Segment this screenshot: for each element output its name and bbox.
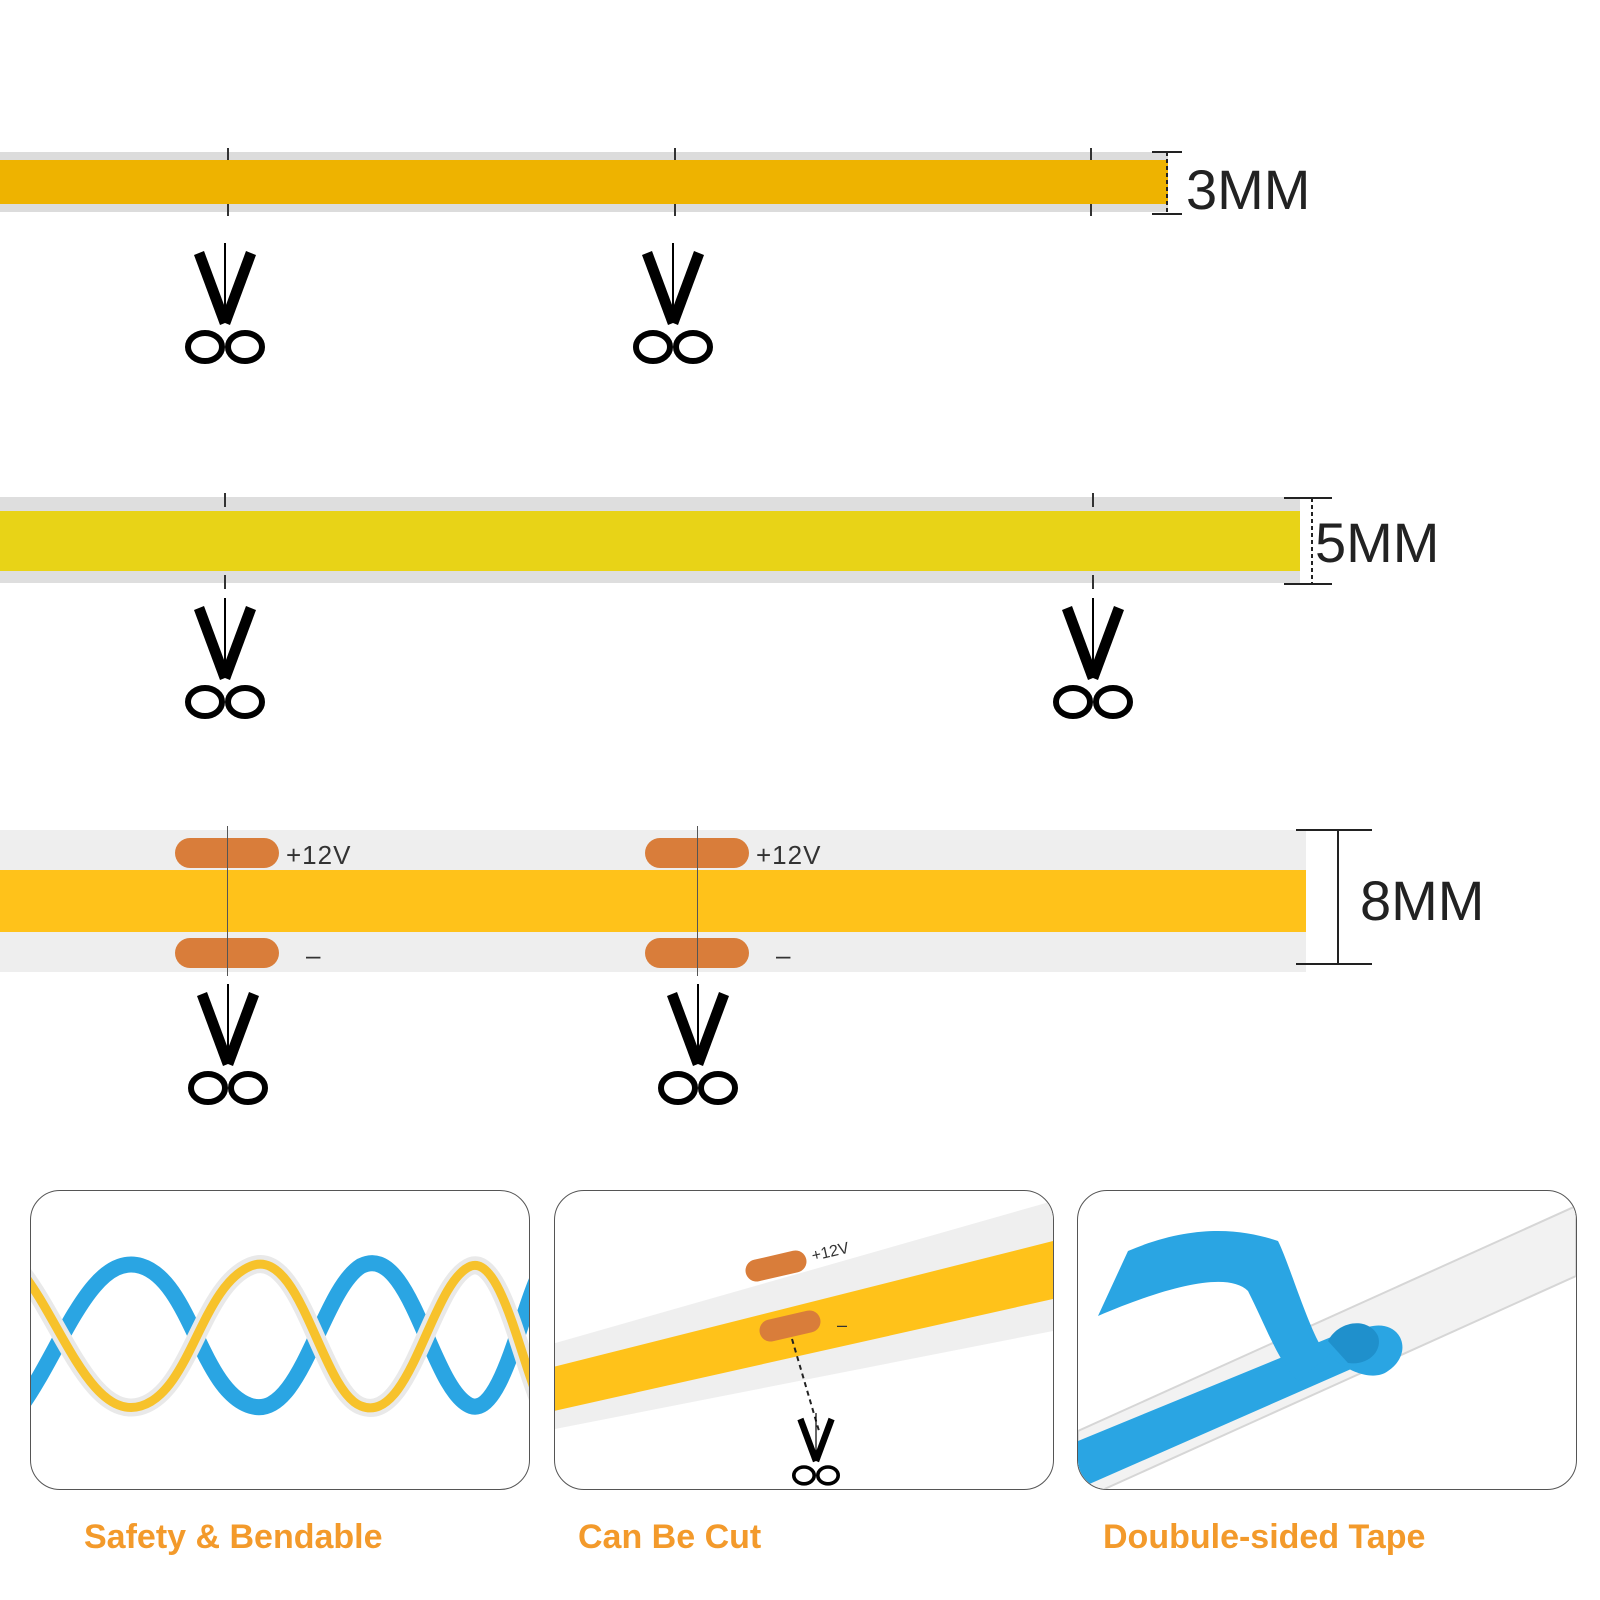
cut-mark [1090, 204, 1092, 216]
led-strip-core [0, 870, 1306, 932]
panel-safety-bendable [30, 1190, 530, 1490]
size-label-3mm: 3MM [1186, 158, 1311, 221]
led-strip-core [0, 511, 1300, 571]
scissors-icon [628, 243, 718, 373]
cut-mark [224, 575, 226, 589]
led-strip-core [0, 160, 1168, 204]
bendable-strip-illustration [31, 1255, 529, 1417]
positive-label: +12V [286, 840, 352, 870]
cut-line [227, 826, 228, 976]
negative-label: – [776, 940, 792, 970]
cut-mark [1090, 148, 1092, 160]
scissors-icon [180, 243, 270, 373]
cut-mark [224, 493, 226, 507]
negative-label: – [837, 1315, 847, 1335]
scissors-icon [791, 1413, 841, 1486]
size-label-8mm: 8MM [1360, 869, 1485, 932]
panel-double-sided-tape [1077, 1190, 1577, 1490]
cut-mark [674, 204, 676, 216]
scissors-icon [180, 598, 270, 728]
led-strip-8mm: +12V – +12V – [0, 826, 1306, 976]
caption-safety-bendable: Safety & Bendable [84, 1518, 383, 1556]
negative-label: – [306, 940, 322, 970]
size-label-5mm: 5MM [1315, 511, 1440, 574]
scissors-icon [653, 984, 743, 1114]
led-strip-3mm [0, 148, 1168, 216]
caption-double-sided-tape: Doubule-sided Tape [1103, 1518, 1426, 1556]
cut-mark [1092, 575, 1094, 589]
cut-mark [674, 148, 676, 160]
dimension-bracket-5mm [1284, 497, 1332, 585]
panel-can-be-cut: +12V – [554, 1190, 1054, 1490]
scissors-icon [183, 984, 273, 1114]
led-strip-5mm [0, 493, 1300, 589]
positive-label: +12V [756, 840, 822, 870]
dimension-bracket-3mm [1152, 151, 1182, 215]
caption-can-be-cut: Can Be Cut [578, 1518, 762, 1556]
scissors-icon [1048, 598, 1138, 728]
cut-line [697, 826, 698, 976]
cut-mark [227, 148, 229, 160]
cut-mark [1092, 493, 1094, 507]
dimension-bracket-8mm [1296, 829, 1372, 965]
tape-illustration [1078, 1204, 1576, 1489]
cut-mark [227, 204, 229, 216]
cut-strip-illustration: +12V – [555, 1201, 1053, 1486]
